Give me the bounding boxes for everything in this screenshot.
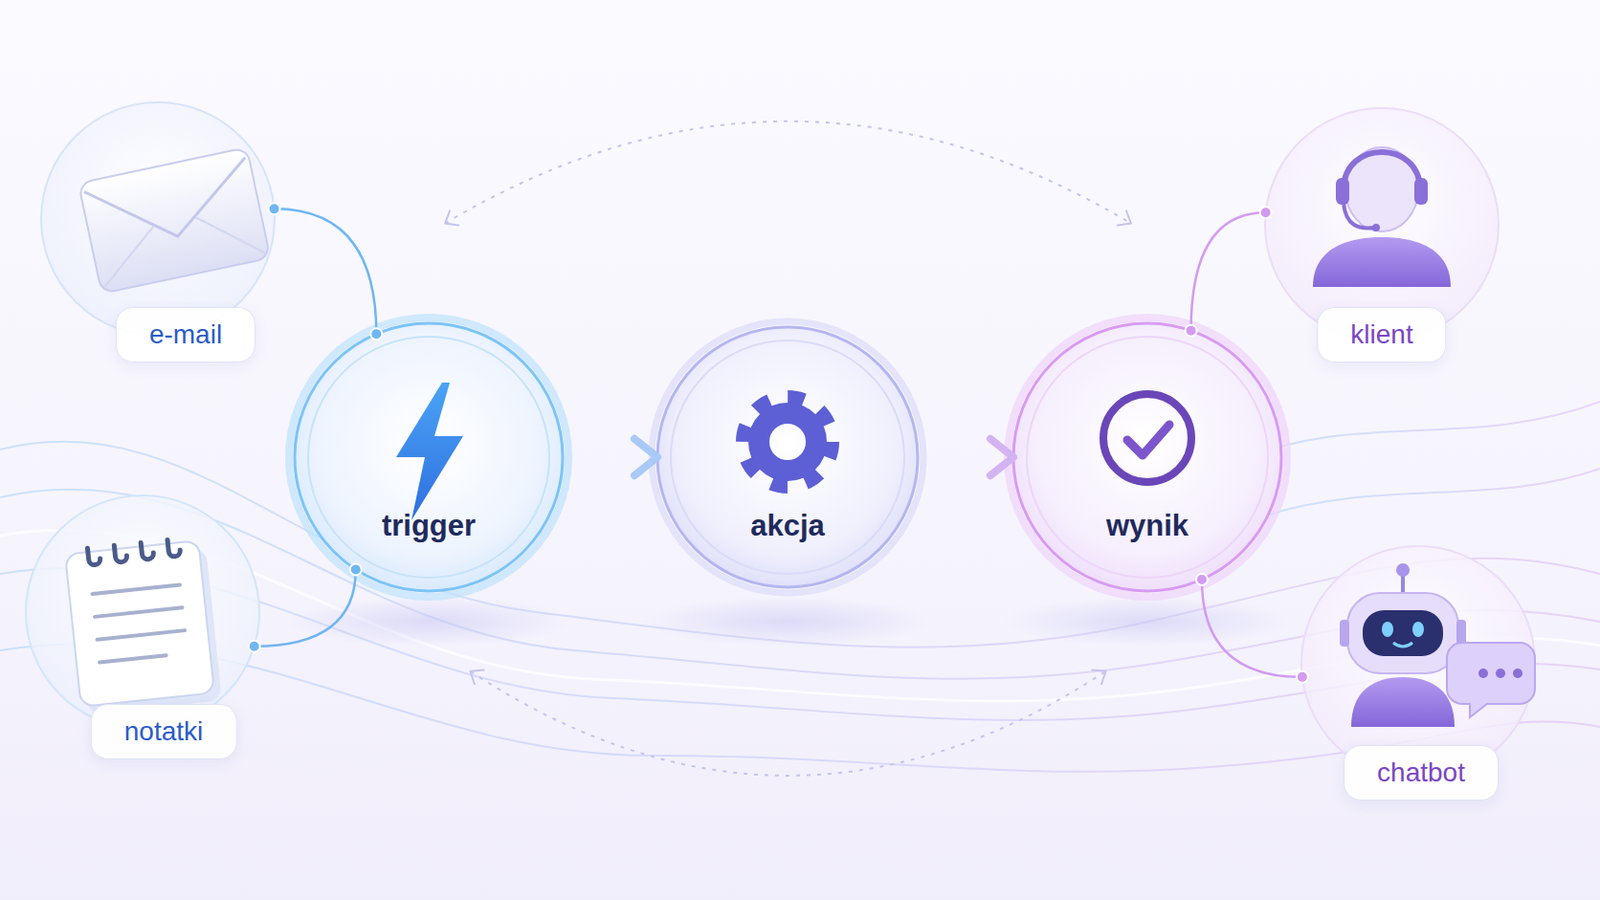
label-pill: klient: [1316, 307, 1446, 363]
label-pill: notatki: [90, 704, 238, 760]
connector: [248, 563, 362, 652]
label-pill: e-mail: [115, 307, 256, 363]
connector: [268, 202, 383, 340]
connector: [562, 439, 658, 476]
node-label: trigger: [294, 509, 563, 544]
target-node: klient: [1265, 108, 1499, 342]
target-node: chatbot: [1301, 546, 1535, 780]
connector: [444, 121, 1132, 226]
connector: [917, 439, 1014, 476]
process-circle: akcja: [657, 327, 918, 588]
source-node: notatki: [25, 495, 260, 730]
node-label: wynik: [1013, 509, 1282, 544]
node-label: akcja: [657, 509, 918, 544]
connector: [1185, 206, 1272, 336]
connector: [1196, 574, 1309, 684]
source-node: e-mail: [41, 102, 275, 336]
process-circle: wynik: [1013, 323, 1282, 592]
node-label: e-mail: [149, 319, 223, 350]
connector: [470, 669, 1107, 776]
node-label: notatki: [124, 716, 204, 747]
node-label: klient: [1350, 319, 1413, 350]
label-pill: chatbot: [1343, 745, 1499, 801]
node-label: chatbot: [1377, 757, 1466, 788]
process-circle: trigger: [294, 323, 563, 592]
